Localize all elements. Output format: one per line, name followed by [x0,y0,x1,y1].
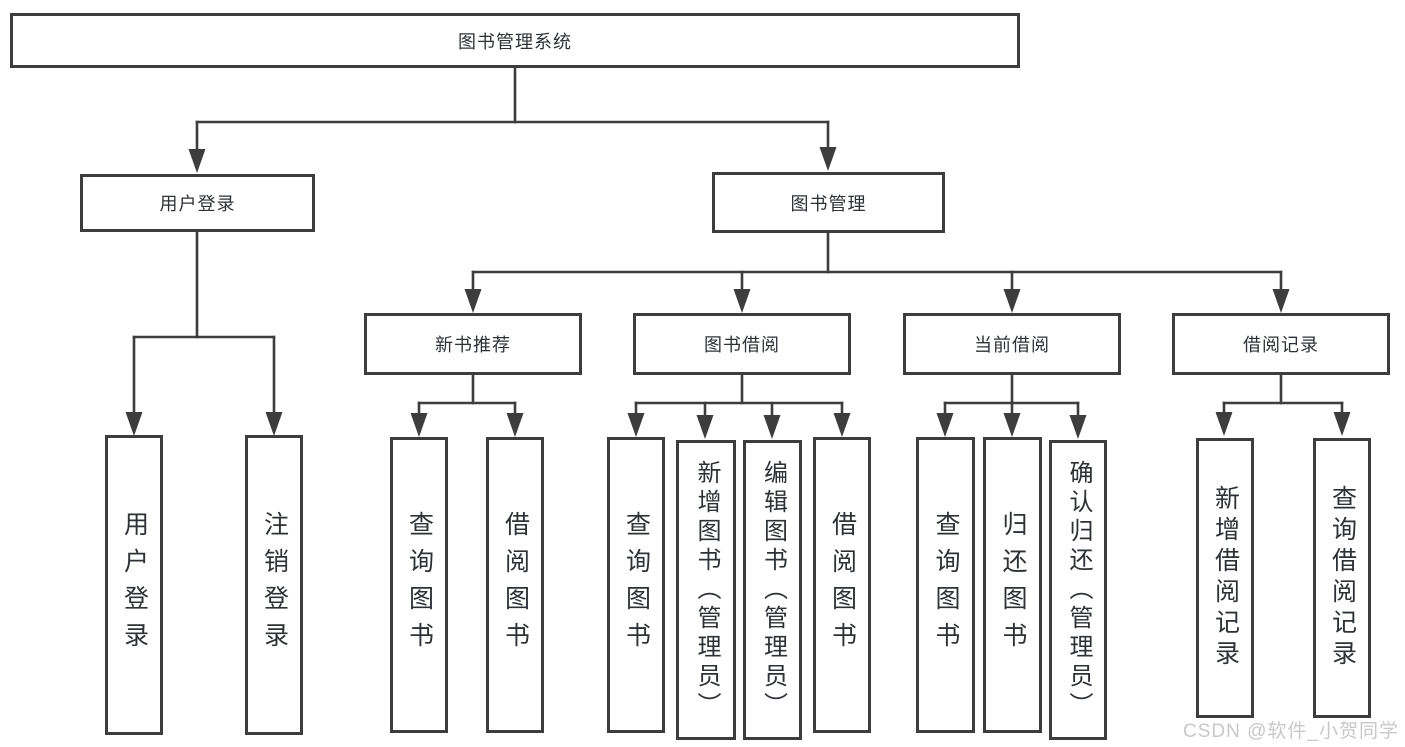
node-root-system: 图书管理系统 [10,13,1020,68]
node-root-system-label: 图书管理系统 [458,31,572,52]
branch-user-login: 用户登录 [80,174,315,232]
leaf-br-query-record: 查询借阅记录 [1313,438,1371,718]
leaf-br-query-record-label: 查询借阅记录 [1328,485,1357,671]
leaf-user-login-label: 用户登录 [120,511,149,659]
leaf-cb-return-books-label: 归还图书 [999,511,1027,659]
branch-user-login-label: 用户登录 [159,194,236,214]
module-current-borrowing-label: 当前借阅 [974,335,1050,355]
leaf-bb-query-books: 查询图书 [607,437,665,733]
module-borrowing-records: 借阅记录 [1172,313,1390,375]
leaf-cb-confirm-return-admin: 确认归还（管理员） [1049,440,1107,740]
watermark: CSDN @软件_小贺同学 [1183,721,1399,742]
leaf-cb-confirm-return-admin-label: 确认归还（管理员） [1065,459,1092,721]
leaf-bb-add-books-admin-label: 新增图书（管理员） [693,459,720,721]
leaf-bb-edit-books-admin: 编辑图书（管理员） [743,440,802,740]
module-book-borrowing-label: 图书借阅 [704,335,780,355]
module-borrowing-records-label: 借阅记录 [1243,335,1319,355]
leaf-nbr-query-books: 查询图书 [390,437,448,733]
leaf-logout-label: 注销登录 [260,511,289,659]
leaf-cb-query-books: 查询图书 [916,437,975,733]
branch-book-management-label: 图书管理 [790,193,867,214]
module-new-book-recommend: 新书推荐 [364,313,582,375]
module-book-borrowing: 图书借阅 [633,313,851,375]
leaf-bb-borrow-books: 借阅图书 [813,437,871,733]
leaf-logout: 注销登录 [245,435,303,735]
branch-book-management: 图书管理 [712,172,945,233]
leaf-bb-borrow-books-label: 借阅图书 [828,511,857,659]
module-current-borrowing: 当前借阅 [903,313,1121,375]
leaf-bb-edit-books-admin-label: 编辑图书（管理员） [759,459,787,721]
leaf-cb-query-books-label: 查询图书 [932,511,960,659]
leaf-bb-query-books-label: 查询图书 [622,511,651,659]
leaf-user-login: 用户登录 [105,435,163,735]
leaf-nbr-query-books-label: 查询图书 [405,511,434,659]
leaf-bb-add-books-admin: 新增图书（管理员） [676,440,736,740]
leaf-nbr-borrow-books: 借阅图书 [486,437,544,733]
leaf-nbr-borrow-books-label: 借阅图书 [501,511,530,659]
module-new-book-recommend-label: 新书推荐 [435,335,511,355]
leaf-br-add-record-label: 新增借阅记录 [1211,485,1240,671]
leaf-cb-return-books: 归还图书 [983,437,1042,733]
leaf-br-add-record: 新增借阅记录 [1196,438,1254,718]
